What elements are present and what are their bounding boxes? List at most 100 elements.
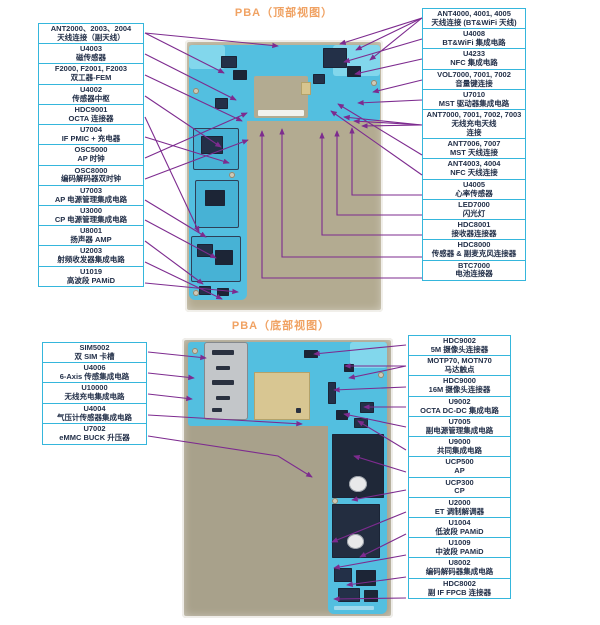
bt-wifi-chip (323, 48, 347, 68)
component-code: U4003 (79, 44, 103, 54)
component-description: 天线连接（副天线） (57, 32, 125, 42)
component-code: HDC9000 (443, 376, 476, 386)
screw-hole (378, 372, 384, 378)
component-description: 16M 摄像头连接器 (428, 385, 491, 395)
component-code: HDC8002 (443, 578, 476, 588)
component-description: 电池连接器 (455, 269, 493, 279)
pamid-chip (199, 286, 211, 295)
heart-rate-sensor (301, 82, 311, 95)
component-description: 高波段 PAMiD (66, 275, 116, 285)
speaker-amp-chip (217, 288, 229, 296)
component-description: MST 天线连接 (450, 148, 498, 158)
component-code: U2003 (79, 246, 103, 256)
component-description: 心率传感器 (455, 188, 493, 198)
component-code: U9000 (448, 437, 471, 447)
component-description: CP 电源管理集成电路 (54, 214, 128, 224)
sensor-hub-chip (215, 98, 228, 109)
screw-hole (371, 80, 377, 86)
component-code: UCP500 (445, 457, 474, 467)
component-description: OCTA DC-DC 集成电路 (420, 405, 499, 415)
thermal-pad-cp (347, 534, 364, 549)
antenna-area-left (189, 45, 225, 69)
octa-dcdc-chip (360, 402, 374, 413)
fpcb-connector (334, 606, 374, 610)
pcb-photo-bottom-view (182, 338, 393, 618)
ap-pmic-chip (205, 190, 225, 206)
component-description: 低波段 PAMiD (435, 526, 484, 536)
sim-slot (212, 380, 234, 385)
component-description: 马达触点 (444, 365, 475, 375)
component-description: 接收器连接器 (451, 229, 497, 238)
component-code: HDC9002 (443, 336, 476, 345)
component-description: MST 驱动器集成电路 (438, 98, 510, 108)
codec-chip (364, 590, 378, 602)
component-description: eMMC BUCK 升压器 (59, 432, 130, 442)
component-description: ET 调制解调器 (434, 506, 485, 516)
component-code: U4005 (462, 179, 486, 189)
component-code: ANT4000, 4001, 4005 (437, 9, 511, 18)
component-code: U7010 (462, 89, 486, 99)
component-code: U1019 (79, 266, 103, 276)
component-code: U4233 (462, 49, 486, 59)
component-code: U1009 (448, 538, 471, 548)
component-code: U4008 (462, 29, 486, 39)
component-description: 气压计传感器集成电路 (57, 412, 132, 422)
screw-hole (192, 348, 198, 354)
component-description: 音量键连接 (455, 78, 493, 88)
component-description: CP (454, 486, 465, 496)
component-code: U9002 (448, 396, 471, 406)
component-description: NFC 集成电路 (450, 58, 498, 68)
screw-hole (193, 88, 199, 94)
component-description: 闪光灯 (462, 208, 486, 218)
component-description: 传感器中枢 (72, 93, 110, 103)
sim-slot (212, 408, 222, 412)
component-code: SIM5002 (79, 343, 110, 352)
pcb-photo-top-view (185, 40, 383, 312)
white-label-strip (258, 110, 304, 116)
rf-transceiver-chip (215, 250, 233, 265)
low-band-pamid-chip (356, 570, 376, 586)
component-description: 天线连接 (BT&WiFi 天线) (431, 17, 517, 27)
cp-pmic-chip (197, 244, 213, 257)
component-description: 传感器 & 副麦克风连接器 (431, 249, 517, 259)
component-description: 共同集成电路 (437, 446, 482, 455)
antenna-area-right (350, 342, 387, 368)
component-description: 5M 摄像头连接器 (430, 344, 489, 354)
component-code: F2000, F2001, F2003 (54, 64, 128, 74)
component-description: 双 SIM 卡槽 (74, 351, 115, 361)
component-code: U4002 (79, 84, 103, 94)
duplexer-fem (221, 56, 237, 68)
cp-shield (332, 504, 380, 558)
component-description: IF PMIC + 充电器 (61, 134, 121, 143)
component-code: ANT7006, 7007 (447, 139, 501, 149)
